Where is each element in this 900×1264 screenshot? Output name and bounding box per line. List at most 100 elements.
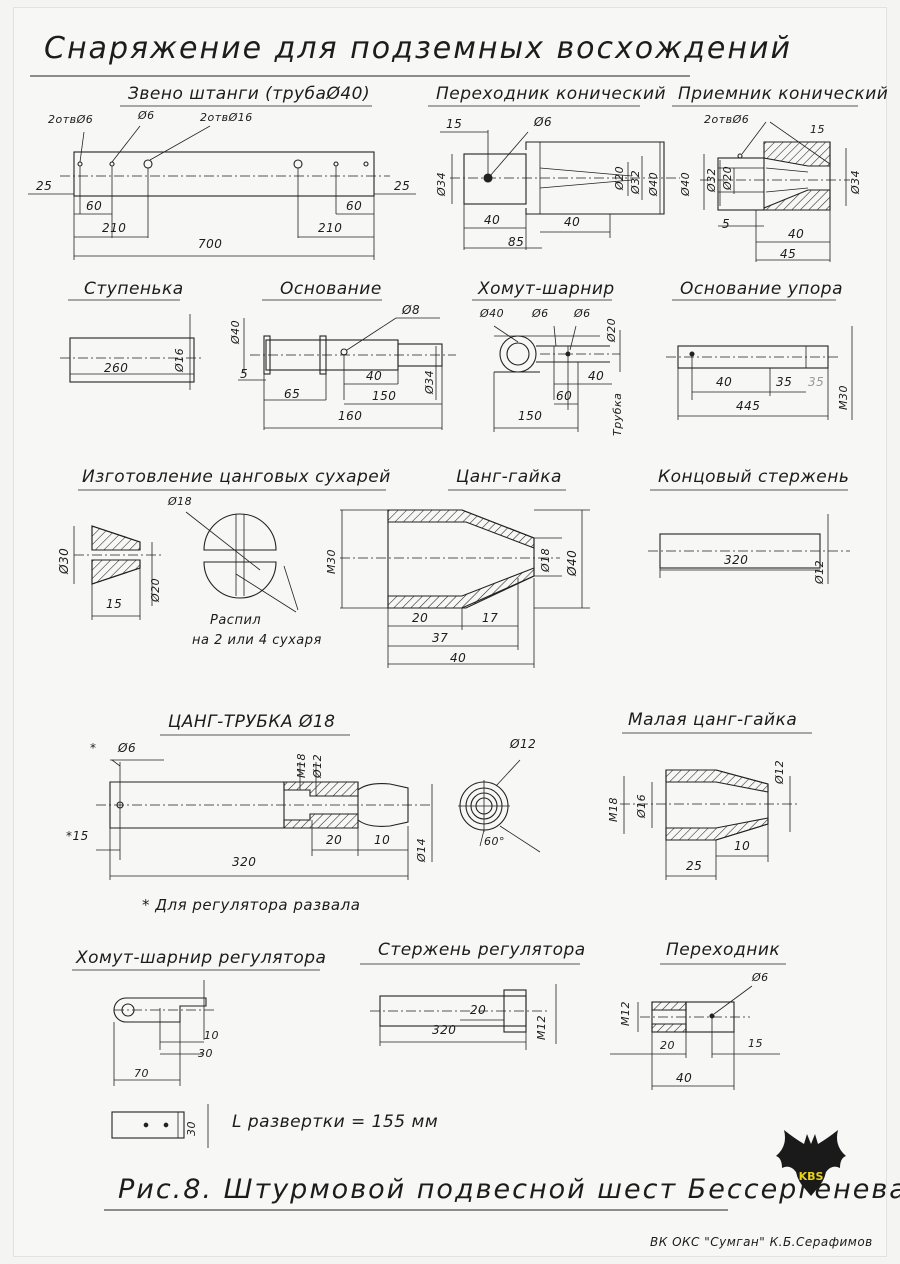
dim-label: Ø30 bbox=[57, 547, 71, 574]
khomut-reg-title: Хомут-шарнир регулятора bbox=[76, 948, 327, 968]
zveno-drawing bbox=[28, 125, 416, 260]
sukhari-title: Изготовление цанговых сухарей bbox=[82, 467, 391, 487]
dim-label: 150 bbox=[372, 389, 397, 403]
malaya-gaika-drawing bbox=[620, 769, 800, 880]
dim-label: 40 bbox=[788, 227, 805, 241]
dim-label: 25 bbox=[394, 179, 411, 193]
sterzhen-reg-drawing bbox=[370, 984, 557, 1050]
zveno-title: Звено штанги (трубаØ40) bbox=[128, 84, 371, 104]
dim-label: Ø32 bbox=[629, 169, 642, 194]
dim-label: 2отвØ6 bbox=[48, 113, 94, 126]
dim-label: Ø34 bbox=[423, 369, 436, 394]
osnovanie-title: Основание bbox=[280, 279, 382, 299]
dim-label: 160 bbox=[338, 409, 363, 423]
dim-label: Ø12 bbox=[510, 737, 537, 751]
sweep-length-note: L развертки = 155 мм bbox=[232, 1112, 439, 1132]
dim-label: 210 bbox=[102, 221, 127, 235]
dim-label: Ø16 bbox=[635, 793, 648, 818]
dim-label: 5 bbox=[722, 217, 731, 231]
dim-label: M12 bbox=[535, 1015, 548, 1040]
priemnik-title: Приемник конический bbox=[678, 84, 889, 104]
dim-label: 320 bbox=[432, 1023, 457, 1037]
figure-caption: Рис.8. Штурмовой подвесной шест Бессерге… bbox=[118, 1174, 900, 1205]
tsang-trubka-footnote: * Для регулятора развала bbox=[142, 896, 361, 914]
perekhodnik-kon-title: Переходник конический bbox=[436, 84, 667, 104]
dim-label: 700 bbox=[198, 237, 223, 251]
osnovanie-drawing bbox=[238, 317, 456, 430]
sukhari-note-pieces: на 2 или 4 сухаря bbox=[192, 633, 322, 648]
stupenka-drawing bbox=[60, 314, 204, 390]
dim-label: Ø6 bbox=[532, 307, 549, 320]
dim-label: 260 bbox=[104, 361, 129, 375]
osnovanie-upora-title: Основание упора bbox=[680, 279, 843, 299]
dim-label: 60 bbox=[556, 389, 573, 403]
dim-label: Ø6 bbox=[574, 307, 591, 320]
dim-label: 150 bbox=[518, 409, 543, 423]
khomut-reg-drawing bbox=[111, 980, 216, 1148]
dim-label: 17 bbox=[482, 611, 499, 625]
dim-label: Ø32 bbox=[705, 167, 718, 192]
sterzhen-reg-title: Стержень регулятора bbox=[378, 940, 586, 960]
dim-label: Ø18 bbox=[539, 547, 552, 572]
dim-label: Ø20 bbox=[613, 165, 626, 190]
dim-label: M18 bbox=[295, 753, 308, 778]
sheet-title: Снаряжение для подземных восхождений bbox=[44, 31, 792, 66]
dim-label: Ø40 bbox=[565, 549, 579, 576]
osnovanie-upora-drawing bbox=[666, 326, 853, 420]
dim-label: M30 bbox=[837, 385, 850, 410]
perekhodnik-kon-drawing bbox=[440, 130, 680, 250]
dim-label: 60 bbox=[86, 199, 103, 213]
dim-label: 40 bbox=[366, 369, 383, 383]
dim-label: 20 bbox=[660, 1039, 675, 1052]
dim-label: 2отвØ16 bbox=[200, 111, 253, 124]
bat-logo-icon: KBS bbox=[776, 1130, 846, 1196]
logo-text: KBS bbox=[799, 1170, 824, 1183]
dim-label: 15 bbox=[748, 1037, 763, 1050]
sukhari-drawing bbox=[73, 511, 299, 620]
khomut-title: Хомут-шарнир bbox=[478, 279, 615, 299]
dim-label: Ø40 bbox=[480, 307, 505, 320]
dim-label: Ø20 bbox=[149, 577, 162, 602]
dim-label: 25 bbox=[686, 859, 703, 873]
sukhari-note-saw: Распил bbox=[210, 613, 262, 628]
dim-label: 2отвØ6 bbox=[704, 113, 750, 126]
dim-label: Ø6 bbox=[138, 109, 155, 122]
perekhodnik-title: Переходник bbox=[666, 940, 781, 960]
dim-label: Ø16 bbox=[173, 347, 186, 372]
dim-label: Ø14 bbox=[415, 837, 428, 862]
dim-label: 320 bbox=[232, 855, 257, 869]
dim-label: Ø20 bbox=[721, 165, 734, 190]
dim-label: Ø6 bbox=[118, 741, 137, 755]
dim-label: 65 bbox=[284, 387, 301, 401]
dim-label: 10 bbox=[374, 833, 391, 847]
dim-label: 40 bbox=[484, 213, 501, 227]
tsang-gaika-title: Цанг-гайка bbox=[456, 467, 562, 487]
dim-label: Ø12 bbox=[773, 759, 786, 784]
dim-label: 15 bbox=[446, 117, 463, 131]
dim-label: 320 bbox=[724, 553, 749, 567]
dim-label: 35 bbox=[808, 375, 825, 389]
stupenka-title: Ступенька bbox=[84, 279, 184, 299]
dim-label: Ø40 bbox=[647, 171, 660, 196]
author-credit: ВК ОКС "Сумган" К.Б.Серафимов bbox=[650, 1235, 873, 1249]
dim-label: 40 bbox=[450, 651, 467, 665]
dim-label: Ø6 bbox=[752, 971, 769, 984]
dim-label: *15 bbox=[66, 829, 89, 843]
dim-label: Ø12 bbox=[813, 559, 826, 584]
dim-label: 5 bbox=[240, 367, 249, 381]
dim-label: * bbox=[90, 741, 97, 755]
dim-label: M30 bbox=[325, 549, 338, 574]
dim-label: 40 bbox=[564, 215, 581, 229]
perekhodnik-drawing bbox=[610, 985, 780, 1090]
dim-label: 60° bbox=[484, 835, 505, 848]
dim-label: 35 bbox=[776, 375, 793, 389]
dim-label: Ø20 bbox=[605, 317, 618, 342]
dim-label: 20 bbox=[470, 1003, 487, 1017]
dim-label: Ø6 bbox=[534, 115, 553, 129]
dim-label: 30 bbox=[198, 1047, 213, 1060]
malaya-gaika-title: Малая цанг-гайка bbox=[628, 710, 798, 730]
dim-label: 30 bbox=[185, 1121, 198, 1136]
dim-label: Ø18 bbox=[168, 495, 193, 508]
